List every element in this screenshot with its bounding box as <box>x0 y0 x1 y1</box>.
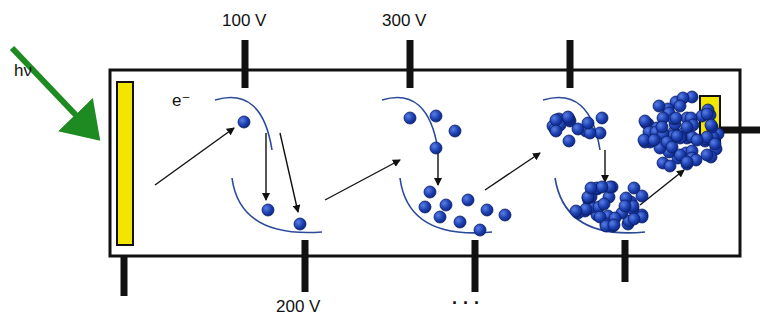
electron <box>481 204 493 216</box>
electron <box>664 160 676 172</box>
electron <box>582 117 594 129</box>
electron <box>449 125 461 137</box>
photon-arrow <box>12 48 92 132</box>
electron <box>701 108 713 120</box>
electron <box>294 218 306 230</box>
electron <box>598 198 610 210</box>
electron <box>666 141 678 153</box>
electron <box>656 121 668 133</box>
electron-paths <box>155 128 684 212</box>
electron <box>570 205 582 217</box>
electron <box>670 112 682 124</box>
electron <box>419 201 431 213</box>
electron <box>619 200 631 212</box>
terminal-pins <box>124 40 760 296</box>
electron <box>499 209 511 221</box>
electron <box>691 134 703 146</box>
electron <box>596 112 608 124</box>
electron <box>681 121 693 133</box>
ellipsis-label: · · · <box>452 294 480 314</box>
electron <box>653 100 665 112</box>
voltage-label: 300 V <box>382 12 426 31</box>
electron <box>562 111 574 123</box>
electron <box>550 125 562 137</box>
dynodes <box>215 97 645 232</box>
electron <box>636 190 648 202</box>
electron-label: e⁻ <box>172 92 190 111</box>
electron <box>705 119 717 131</box>
electron <box>424 186 436 198</box>
electron <box>563 135 575 147</box>
electron <box>701 149 713 161</box>
electron <box>674 100 686 112</box>
electron <box>608 219 620 231</box>
photocathode <box>117 82 133 245</box>
electron <box>434 211 446 223</box>
electron <box>709 138 721 150</box>
electron <box>404 112 416 124</box>
electron <box>639 115 651 127</box>
electron <box>648 134 660 146</box>
voltage-label: 100 V <box>222 12 266 31</box>
electron <box>430 142 442 154</box>
electron <box>238 116 250 128</box>
electron <box>596 181 608 193</box>
electron <box>550 114 562 126</box>
electron <box>628 213 640 225</box>
electron <box>462 194 474 206</box>
electron <box>585 182 597 194</box>
electron <box>474 224 486 236</box>
electron <box>681 156 693 168</box>
electron <box>430 110 442 122</box>
electron <box>262 204 274 216</box>
electron <box>440 199 452 211</box>
electrons <box>238 91 724 236</box>
electron <box>671 130 683 142</box>
tube-housing <box>110 70 740 256</box>
electron <box>454 216 466 228</box>
voltage-label: 200 V <box>276 298 320 317</box>
photon-label: hν <box>14 62 32 81</box>
